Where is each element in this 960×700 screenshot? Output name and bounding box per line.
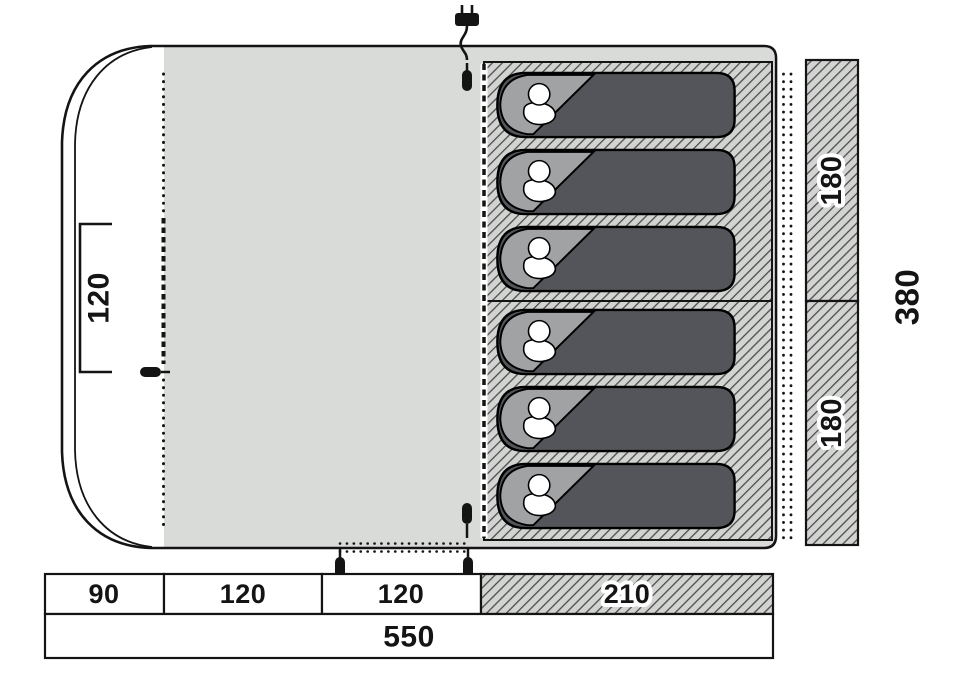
bottom-segment-label-2: 120 [220, 579, 267, 609]
sleeping-bag-icon [496, 308, 736, 376]
bottom-segment-cell-4 [479, 572, 775, 616]
sleeping-bag-icon [496, 385, 736, 453]
tent-inner-front-line [74, 46, 153, 548]
bottom-total-cell [43, 612, 775, 660]
bottom-segment-label-3: 120 [378, 579, 425, 609]
dimension-bar-cabin-top [804, 58, 860, 303]
sleeping-bag-icon [496, 462, 736, 530]
total-width-label: 380 [889, 269, 926, 326]
front-door-width-label: 120 [83, 272, 116, 324]
peg-toggle-icon [140, 367, 170, 377]
sleeping-bag-icon [496, 148, 736, 216]
bottom-total-label: 550 [383, 621, 435, 654]
tent-outline [60, 44, 778, 550]
front-door-dimension-bracket [78, 222, 112, 374]
dimension-bar-cabin-bottom [804, 299, 860, 547]
bottom-segment-label-4: 210 [604, 579, 651, 609]
sleeping-bag-icon [496, 225, 736, 293]
peg-toggle-icon [463, 548, 473, 578]
bottom-segment-cell-2 [162, 572, 324, 616]
power-hookup-plug-icon [455, 5, 479, 61]
bottom-segment-label-1: 90 [88, 579, 119, 609]
cabin-bottom-width-label: 180 [816, 398, 848, 448]
cabin-top-width-label: 180 [816, 156, 848, 206]
peg-toggle-icon [462, 503, 472, 538]
sleeping-bag-icon [496, 71, 736, 139]
peg-toggle-icon [462, 63, 472, 91]
peg-toggle-icon [335, 548, 345, 578]
